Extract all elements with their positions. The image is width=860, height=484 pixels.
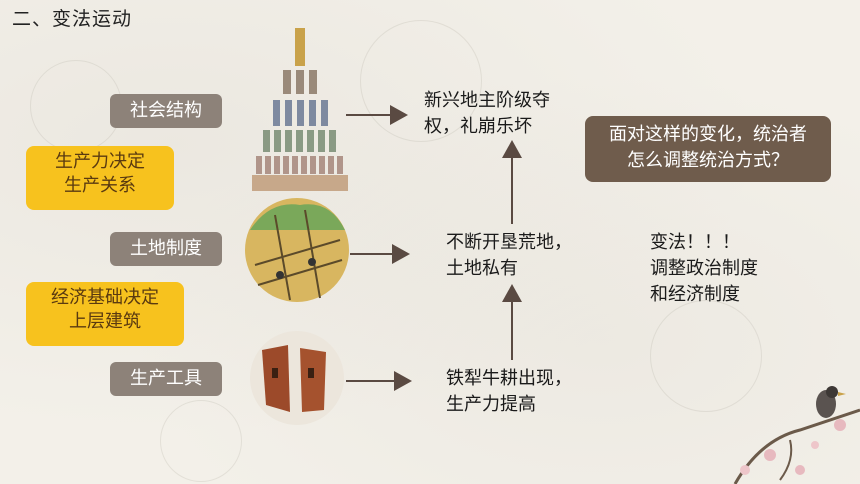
background-swirl [160,400,242,482]
tag-social-structure: 社会结构 [110,94,222,128]
result-tools: 铁犁牛耕出现， 生产力提高 [446,366,572,418]
iron-plough-image [250,331,344,425]
result-line: 新兴地主阶级夺 [424,90,550,111]
result-land: 不断开垦荒地， 土地私有 [446,230,572,282]
principle-box-productivity: 生产力决定 生产关系 [26,146,174,210]
result-line: 不断开垦荒地， [446,232,572,253]
background-swirl [650,300,762,412]
result-line: 权，礼崩乐坏 [424,116,532,137]
question-line: 怎么调整统治方式？ [627,150,789,171]
result-social: 新兴地主阶级夺 权，礼崩乐坏 [424,88,550,140]
result-line: 铁犁牛耕出现， [446,368,572,389]
tag-land-system: 土地制度 [110,232,222,266]
farmland-image [245,198,349,302]
plum-blossom-decoration [733,386,860,484]
background-swirl [360,20,482,142]
principle-line: 上层建筑 [69,311,141,332]
answer-line: 变法！！！ [650,232,740,253]
result-line: 生产力提高 [446,394,536,415]
answer-line: 和经济制度 [650,284,740,305]
answer-line: 调整政治制度 [650,258,758,279]
answer-text: 变法！！！ 调整政治制度 和经济制度 [650,230,758,308]
page-title: 二、变法运动 [12,8,133,30]
question-line: 面对这样的变化，统治者 [609,124,807,145]
social-pyramid-image [252,28,348,191]
result-line: 土地私有 [446,258,518,279]
question-box: 面对这样的变化，统治者 怎么调整统治方式？ [585,116,831,182]
principle-line: 经济基础决定 [51,287,159,308]
principle-box-economic-base: 经济基础决定 上层建筑 [26,282,184,346]
principle-line: 生产力决定 [55,151,145,172]
tag-production-tools: 生产工具 [110,362,222,396]
principle-line: 生产关系 [64,175,136,196]
